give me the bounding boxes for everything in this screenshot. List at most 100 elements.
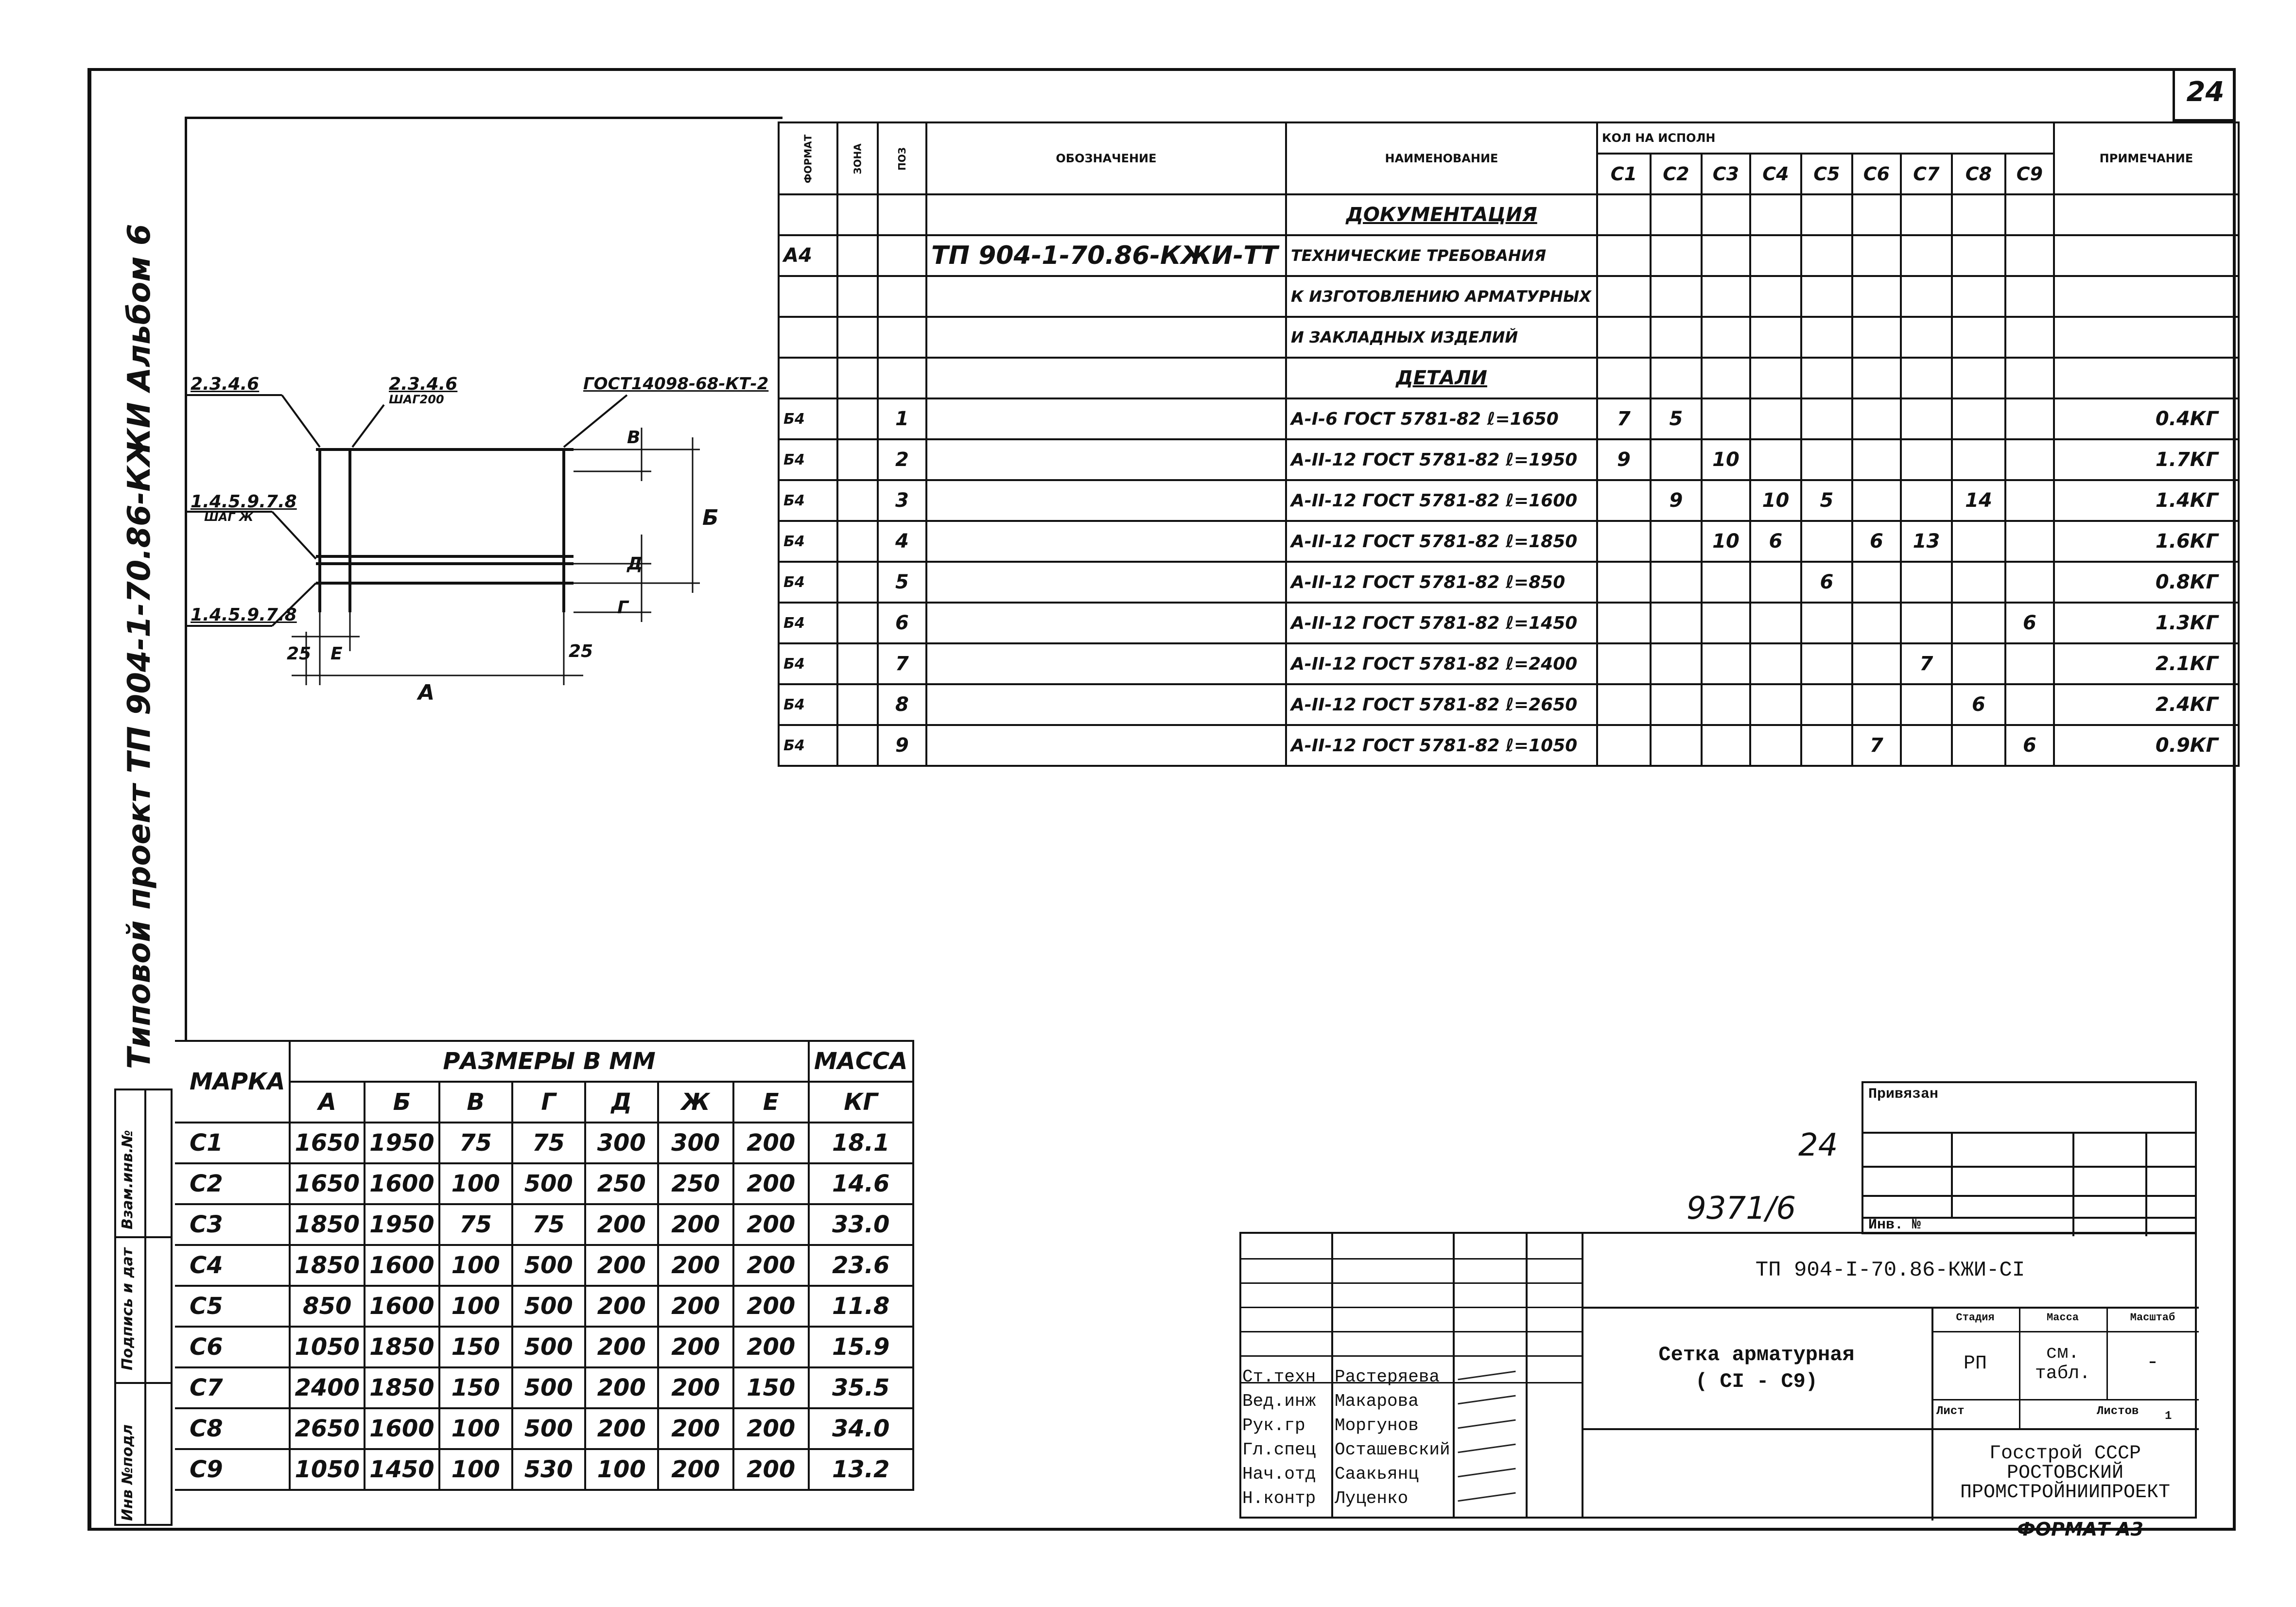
- part-qty: [1950, 642, 2006, 685]
- part-qty: [1851, 642, 1902, 685]
- dims-col-header: Ж: [657, 1081, 734, 1123]
- part-pos: 7: [876, 642, 927, 685]
- spec-cell: [836, 724, 879, 767]
- dims-value: 200: [732, 1285, 810, 1328]
- part-qty: [1596, 479, 1652, 522]
- scale-label: Масштаб: [2130, 1312, 2175, 1324]
- stamp-sign: Подпись и дат: [119, 1247, 136, 1370]
- dims-mark: С9: [175, 1448, 291, 1491]
- dims-value: 200: [657, 1285, 734, 1328]
- part-qty: [1851, 561, 1902, 604]
- dims-value: 300: [584, 1122, 659, 1164]
- part-qty: [1899, 397, 1953, 440]
- part-qty: 7: [1851, 724, 1902, 767]
- part-qty: 7: [1899, 642, 1953, 685]
- part-note: 0.4КГ: [2052, 397, 2240, 440]
- part-pos: 3: [876, 479, 927, 522]
- dims-mark: С8: [175, 1407, 291, 1450]
- part-qty: 5: [1800, 479, 1853, 522]
- section-docs: ДОКУМЕНТАЦИЯ: [1285, 193, 1598, 236]
- variant-header: С9: [2004, 153, 2055, 195]
- dims-value: 1050: [289, 1448, 366, 1491]
- dim-E: Е: [330, 644, 343, 664]
- part-pos: 2: [876, 438, 927, 481]
- dims-value: 500: [511, 1162, 586, 1205]
- spec-cell: [925, 561, 1287, 604]
- dims-value: 500: [511, 1244, 586, 1287]
- part-qty: 7: [1596, 397, 1652, 440]
- spec-cell: [1899, 193, 1953, 236]
- part-qty: [1950, 561, 2006, 604]
- part-qty: [2004, 479, 2055, 522]
- spec-cell: [1700, 316, 1751, 359]
- dims-value: 200: [584, 1407, 659, 1450]
- dims-col-header: Г: [511, 1081, 586, 1123]
- dims-value: 530: [511, 1448, 586, 1491]
- dims-value: 1650: [289, 1162, 366, 1205]
- spec-cell: [836, 479, 879, 522]
- part-format: Б4: [778, 642, 838, 685]
- part-name: А-II-12 ГОСТ 5781-82 ℓ=1950: [1285, 438, 1598, 481]
- part-qty: [1649, 438, 1703, 481]
- spec-cell: [836, 561, 879, 604]
- spec-cell: [836, 234, 879, 277]
- dims-value: 200: [657, 1203, 734, 1246]
- side-title: Типовой проект ТП 904-1-70.86-КЖИ Альбом…: [122, 224, 157, 1069]
- spec-cell: [1700, 275, 1751, 318]
- spec-cell: [2052, 234, 2240, 277]
- dims-value: 200: [584, 1285, 659, 1328]
- spec-row: ДОКУМЕНТАЦИЯ: [778, 193, 2240, 236]
- part-qty: 6: [1749, 520, 1802, 563]
- part-qty: [1649, 642, 1703, 685]
- part-pos: 9: [876, 724, 927, 767]
- signature-scribble: [1458, 1370, 1516, 1381]
- dims-header-sizes: РАЗМЕРЫ В ММ: [289, 1040, 810, 1083]
- doc-format: А4: [778, 234, 838, 277]
- dims-mass: 11.8: [807, 1285, 914, 1328]
- dims-value: 1600: [364, 1285, 440, 1328]
- spec-cell: [836, 642, 879, 685]
- dims-value: 1050: [289, 1326, 366, 1368]
- part-note: 0.8КГ: [2052, 561, 2240, 604]
- dims-col-header: Е: [732, 1081, 810, 1123]
- dims-value: 1650: [289, 1122, 366, 1164]
- part-qty: [1596, 642, 1652, 685]
- variant-header: С1: [1596, 153, 1652, 195]
- sheets-value: 1: [2165, 1410, 2172, 1423]
- dims-mass: 33.0: [807, 1203, 914, 1246]
- dims-value: 500: [511, 1285, 586, 1328]
- spec-cell: [1749, 193, 1802, 236]
- part-pos: 4: [876, 520, 927, 563]
- part-note: 2.4КГ: [2052, 683, 2240, 726]
- part-qty: 10: [1700, 520, 1751, 563]
- inner-left-rule: [185, 117, 187, 1040]
- part-qty: [1749, 683, 1802, 726]
- spec-cell: [1851, 357, 1902, 399]
- signature-role: Гл.спец: [1242, 1440, 1316, 1460]
- dims-value: 75: [438, 1203, 513, 1246]
- side-stamp: [114, 1089, 173, 1526]
- dims-value: 75: [438, 1122, 513, 1164]
- org-line-3: ПРОМСТРОЙНИИПРОЕКТ: [1960, 1482, 2171, 1503]
- part-qty: [1851, 397, 1902, 440]
- spec-cell: [778, 275, 838, 318]
- spec-table: ФОРМАТ ЗОНА ПОЗ ОБОЗНАЧЕНИЕ НАИМЕНОВАНИЕ…: [778, 121, 2240, 767]
- spec-cell: [2052, 357, 2240, 399]
- part-qty: [1700, 642, 1751, 685]
- spec-cell: [925, 724, 1287, 767]
- spec-cell: [1950, 357, 2006, 399]
- part-qty: [1800, 438, 1853, 481]
- part-name: А-II-12 ГОСТ 5781-82 ℓ=1450: [1285, 602, 1598, 644]
- dims-mark: С6: [175, 1326, 291, 1368]
- mass-value: см. табл.: [2035, 1343, 2091, 1384]
- signature-name: Луценко: [1335, 1488, 1409, 1508]
